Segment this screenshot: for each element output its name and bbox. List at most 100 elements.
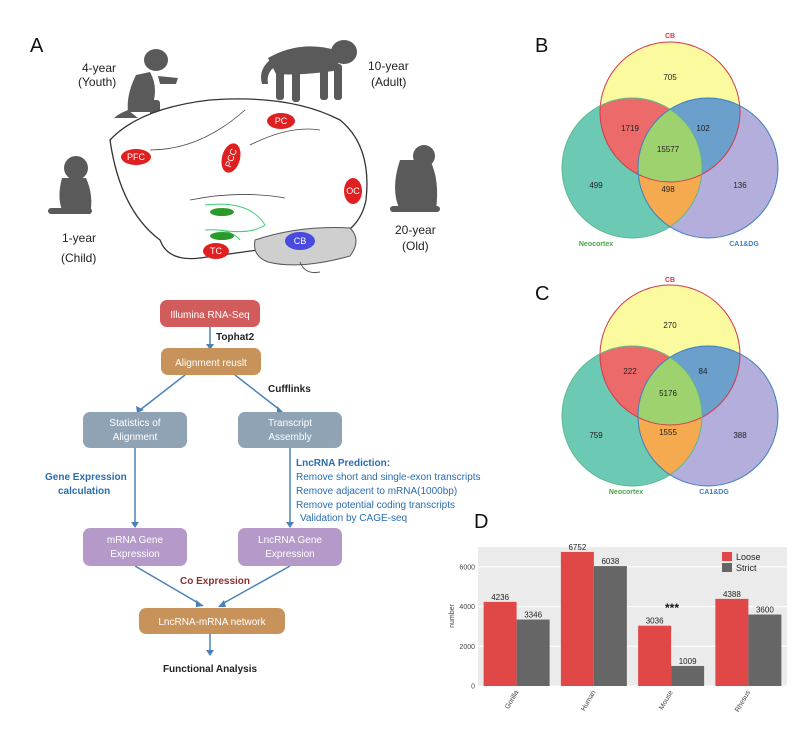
bar-strict-rhesus [748, 614, 782, 686]
legend-label-loose: Loose [736, 552, 761, 562]
flow-lnc-pred-title: LncRNA Prediction: [296, 458, 390, 469]
bar-strict-human [593, 566, 627, 686]
panel-label-d: D [474, 511, 488, 533]
venn-b-neo-only: 499 [589, 181, 603, 190]
x-axis-ticks: Gorilla Human Mouse Rhesus [504, 689, 752, 713]
flow-lnc-expr-line2: Expression [265, 549, 314, 560]
flow-functional-label: Functional Analysis [163, 664, 258, 675]
region-pc [267, 113, 295, 129]
flow-lnc-pred-item-1: Remove short and single-exon transcripts [296, 472, 481, 483]
venn-c-neo-only: 759 [589, 431, 603, 440]
venn-c-neo-label: Neocortex [609, 489, 643, 496]
flow-assembly-line1: Transcript [268, 418, 312, 429]
panel-label-a: A [30, 35, 44, 57]
flow-alignment-box [161, 348, 261, 375]
flow-network-label: LncRNA-mRNA network [158, 617, 266, 628]
flow-network-box [139, 608, 285, 634]
flow-assembly-line2: Assembly [268, 432, 311, 443]
panel-label-b: B [535, 35, 548, 57]
legend-swatch-strict [722, 563, 732, 572]
x-tick-label: Gorilla [504, 689, 520, 710]
flow-coexpr-label: Co Expression [180, 576, 250, 587]
brain-diagram [109, 98, 368, 273]
bar-loose-mouse [638, 625, 672, 686]
x-tick-label: Mouse [658, 689, 675, 711]
bar-value-label: 3346 [524, 611, 542, 620]
flow-stats-line2: Alignment [113, 432, 158, 443]
monkey-old-stage: (Old) [402, 239, 429, 253]
venn-c-cb-label: CB [665, 277, 675, 284]
venn-c-ca-only: 388 [733, 431, 747, 440]
venn-b-all: 15577 [657, 145, 680, 154]
bar-value-label: 3036 [646, 617, 664, 626]
significance-annotation: *** [665, 601, 679, 615]
venn-c-cb-only: 270 [663, 321, 677, 330]
y-tick-label: 4000 [459, 604, 475, 611]
region-cb [285, 232, 315, 250]
monkey-adult-icon [261, 40, 357, 102]
legend-label-strict: Strict [736, 563, 757, 573]
venn-c-cb-neo: 222 [623, 367, 637, 376]
region-tc-label: TC [210, 246, 222, 256]
venn-c-ca-label: CA1&DG [699, 489, 729, 496]
bars [483, 551, 782, 686]
bar-value-label: 6038 [601, 557, 619, 566]
y-tick-label: 6000 [459, 564, 475, 571]
region-pc-label: PC [275, 116, 288, 126]
venn-b-ca-label: CA1&DG [729, 241, 759, 248]
monkey-youth-icon [114, 49, 178, 118]
monkey-child-stage: (Child) [61, 251, 96, 265]
x-tick-label: Human [580, 689, 597, 712]
monkey-child-age: 1-year [62, 231, 96, 245]
flow-cufflinks-label: Cufflinks [268, 384, 311, 395]
monkey-youth-age: 4-year [82, 61, 116, 75]
flow-tophat-label: Tophat2 [216, 332, 255, 343]
bar-loose-rhesus [715, 598, 749, 686]
region-oc-label: OC [346, 186, 360, 196]
region-pcc [221, 143, 241, 173]
monkey-adult-stage: (Adult) [371, 75, 406, 89]
flow-lnc-pred-validation: Validation by CAGE-seq [300, 513, 407, 524]
flow-mrna-expr-box [83, 528, 187, 566]
venn-b-neo-label: Neocortex [579, 241, 613, 248]
x-tick-label: Rhesus [734, 689, 752, 713]
bar-loose-gorilla [483, 601, 517, 686]
flow-rnaseq-box [160, 300, 260, 327]
venn-c-all: 5176 [659, 389, 677, 398]
flow-gene-expr-line1: Gene Expression [45, 472, 127, 483]
venn-c-cb-ca: 84 [699, 367, 708, 376]
flow-arrowheads [131, 344, 294, 656]
hippocampus-marker-lower [210, 232, 234, 240]
bar-strict-gorilla [516, 619, 550, 686]
flow-mrna-expr-line2: Expression [110, 549, 159, 560]
flow-lnc-pred-item-2: Remove adjacent to mRNA(1000bp) [296, 486, 457, 497]
bar-value-label: 1009 [679, 657, 697, 666]
legend-swatch-loose [722, 552, 732, 561]
region-cb-label: CB [294, 236, 307, 246]
venn-b-ca-only: 136 [733, 181, 747, 190]
venn-b [561, 41, 779, 239]
region-tc [203, 243, 229, 259]
panel-label-c: C [535, 283, 549, 305]
region-pfc [121, 149, 151, 165]
venn-b-neo-ca: 498 [661, 185, 675, 194]
y-tick-label: 0 [471, 684, 475, 691]
flow-stats-box [83, 412, 187, 448]
bar-value-label: 4388 [723, 590, 741, 599]
bar-strict-mouse [671, 665, 705, 686]
flow-gene-expr-line2: calculation [58, 486, 110, 497]
hippocampus-marker-upper [210, 208, 234, 216]
flow-lnc-pred-item-3: Remove potential coding transcripts [296, 500, 455, 511]
y-tick-label: 2000 [459, 644, 475, 651]
y-axis-label: number [449, 603, 456, 627]
venn-b-cb-neo: 1719 [621, 124, 639, 133]
legend: Loose Strict [722, 552, 761, 573]
region-pfc-label: PFC [127, 152, 146, 162]
flow-lnc-expr-box [238, 528, 342, 566]
flow-arrows [134, 327, 291, 654]
bar-value-label: 4236 [491, 593, 509, 602]
monkey-child-icon [48, 156, 92, 214]
